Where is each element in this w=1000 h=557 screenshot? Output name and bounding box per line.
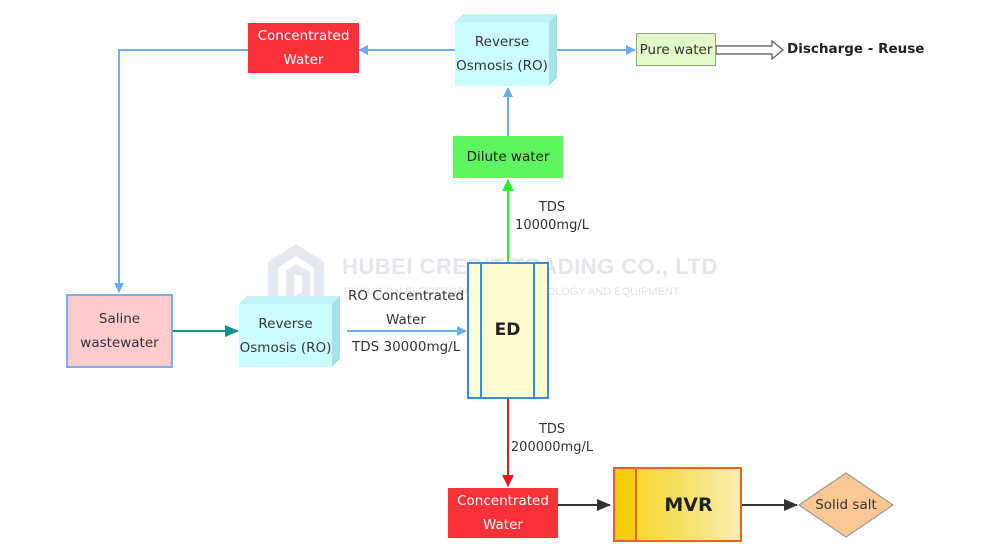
concentrated-bottom-line2: Water	[483, 517, 523, 533]
concentrated-water-bottom: Concentrated Water	[448, 488, 558, 538]
ed-unit-frame	[467, 262, 549, 399]
ro-bottom-line1: Reverse	[258, 315, 313, 332]
ro-box-bottom-3d	[239, 296, 340, 367]
edge-label-ed-to-concentrated: TDS 200000mg/L	[508, 421, 596, 457]
edge-label-dilute-line2: 10000mg/L	[515, 218, 589, 233]
concentrated-top-line1: Concentrated	[257, 28, 350, 44]
ro-bottom-line2: Osmosis (RO)	[239, 339, 332, 356]
mvr-unit-label: MVR	[636, 468, 741, 541]
solid-salt: Solid salt	[799, 490, 893, 520]
edge-label-dilute-line1: TDS	[538, 200, 566, 215]
discharge-reuse-label: Discharge - Reuse	[787, 41, 925, 57]
ro-box-top-3d	[455, 14, 557, 86]
ro-top-line1: Reverse	[474, 34, 530, 50]
watermark-logo	[268, 244, 324, 304]
flow-concentrated-to-saline	[114, 49, 248, 293]
pure-water-label: Pure water	[639, 41, 713, 58]
mvr-unit-frame	[613, 467, 742, 542]
edge-label-concentrated-line1: TDS	[538, 422, 566, 437]
concentrated-bottom-line1: Concentrated	[457, 493, 549, 509]
concentrated-top-line2: Water	[283, 52, 324, 68]
solid-salt-label: Solid salt	[815, 497, 877, 513]
pure-water: Pure water	[636, 33, 716, 66]
edge-label-ro-to-ed-line2: Water	[386, 312, 426, 328]
edge-label-ro-to-ed-line1: RO Concentrated	[348, 288, 465, 304]
dilute-water-label: Dilute water	[466, 149, 550, 165]
concentrated-water-top: Concentrated Water	[248, 23, 359, 73]
saline-line2: wastewater	[80, 335, 159, 351]
dilute-water: Dilute water	[453, 136, 563, 178]
edge-label-concentrated-line2: 200000mg/L	[510, 440, 594, 455]
mvr-label: MVR	[664, 493, 713, 516]
reverse-osmosis-top: Reverse Osmosis (RO)	[455, 22, 549, 86]
ed-unit-label: ED	[494, 320, 521, 340]
saline-line1: Saline	[98, 311, 141, 327]
solid-salt-diamond	[797, 472, 895, 538]
reverse-osmosis-bottom: Reverse Osmosis (RO)	[239, 304, 332, 367]
saline-wastewater: Saline wastewater	[66, 294, 173, 368]
edge-label-ed-to-dilute: TDS 10000mg/L	[512, 199, 592, 235]
edge-label-ro-to-ed-tds: TDS 30000mg/L	[352, 339, 461, 355]
hollow-arrow-discharge	[715, 39, 784, 61]
ro-top-line2: Osmosis (RO)	[456, 58, 548, 74]
